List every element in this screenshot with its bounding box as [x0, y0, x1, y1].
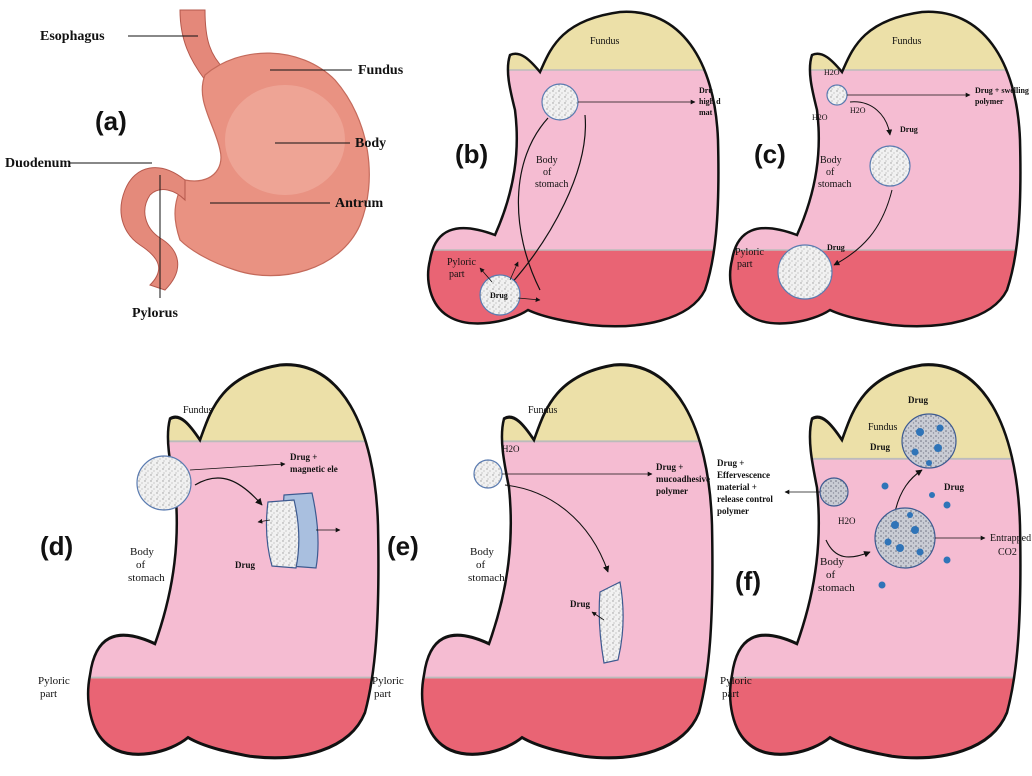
label-drug-d: Drug — [235, 560, 255, 570]
label-fundus-e: Fundus — [528, 405, 558, 416]
label-drug-muco-2: mucoadhesive — [656, 474, 710, 484]
label-duodenum: Duodenum — [5, 156, 71, 171]
label-body-f-2: of — [826, 569, 836, 581]
label-body-e-1: Body — [470, 546, 494, 558]
panel-f — [722, 350, 1032, 776]
label-pyloric-c-1: Pyloric — [735, 247, 764, 258]
label-fundus-a: Fundus — [358, 63, 404, 78]
drug-capsule-mucoadhesive — [474, 460, 502, 488]
drug-swell-small — [827, 85, 847, 105]
panel-c: Fundus H2O H2O H2O Drug + swelling polym… — [722, 0, 1032, 340]
panel-letter-f: (f) — [735, 566, 761, 596]
label-body-f-3: stomach — [818, 582, 855, 594]
label-pyloric-c-2: part — [737, 259, 753, 270]
label-h2o-e: H2O — [502, 444, 520, 454]
label-drug-b: Drug — [490, 291, 508, 300]
drug-swell-medium — [870, 146, 910, 186]
panel-letter-d: (d) — [40, 531, 73, 561]
label-drug-swell-1: Drug + swelling — [975, 86, 1029, 95]
label-h2o-c1: H2O — [824, 68, 840, 77]
label-body-b-1: Body — [536, 155, 558, 166]
panel-letter-a: (a) — [95, 106, 127, 136]
floating-system-upper — [902, 414, 956, 468]
label-body-d-3: stomach — [128, 572, 165, 584]
label-antrum: Antrum — [335, 196, 384, 211]
label-fundus-b: Fundus — [590, 36, 620, 47]
label-efferv-2: Effervescence — [717, 470, 770, 480]
label-body-c-3: stomach — [818, 179, 851, 190]
label-fundus-d: Fundus — [183, 405, 213, 416]
label-fundus-f: Fundus — [868, 422, 898, 433]
label-drug-e: Drug — [570, 599, 590, 609]
label-body-c-2: of — [826, 167, 835, 178]
label-h2o-c2: H2O — [812, 113, 828, 122]
label-body-b-3: stomach — [535, 179, 568, 190]
panel-letter-e: (e) — [387, 531, 419, 561]
panel-letter-c: (c) — [754, 139, 786, 169]
label-drug-f-left: Drug — [870, 442, 890, 452]
label-pylorus: Pylorus — [132, 306, 178, 321]
label-body-d-1: Body — [130, 546, 154, 558]
label-body-c-1: Body — [820, 155, 842, 166]
label-drug-muco-3: polymer — [656, 486, 688, 496]
drug-capsule-high-density — [542, 84, 578, 120]
label-drug-mag-2: magnetic ele — [290, 464, 338, 474]
label-pyloric-b-2: part — [449, 269, 465, 280]
label-h2o-c3: H2O — [850, 106, 866, 115]
label-body-e-3: stomach — [468, 572, 505, 584]
drug-swell-large — [778, 245, 832, 299]
label-drug-mag-1: Drug + — [290, 452, 317, 462]
floating-system-lower — [875, 508, 935, 568]
label-entrapped-1: Entrapped — [990, 533, 1031, 544]
panel-b: Fundus Dru high d mat Body of stomach Py… — [420, 0, 730, 340]
effervescent-tablet — [820, 478, 848, 506]
label-drug-swell-2: polymer — [975, 97, 1004, 106]
label-drug-c-mid: Drug — [900, 125, 918, 134]
label-drug-b-2: high d — [699, 97, 721, 106]
panel-letter-b: (b) — [455, 139, 488, 169]
label-body-e-2: of — [476, 559, 486, 571]
label-pyloric-e-1: Pyloric — [372, 675, 404, 687]
label-entrapped-2: CO2 — [998, 547, 1017, 558]
label-efferv-3: material + — [717, 482, 757, 492]
label-body-b-2: of — [543, 167, 552, 178]
label-pyloric-d-2: part — [40, 688, 57, 700]
label-h2o-f: H2O — [838, 516, 856, 526]
label-efferv-1: Drug + — [717, 458, 744, 468]
label-efferv-4: release control — [717, 494, 773, 504]
mucoadhesive-tablet — [599, 582, 623, 663]
drug-capsule-magnetic — [137, 456, 191, 510]
label-pyloric-f-1: Pyloric — [720, 675, 752, 687]
magnetic-tablet — [266, 500, 298, 568]
label-fundus-c: Fundus — [892, 36, 922, 47]
panel-e — [414, 350, 724, 776]
label-body-d-2: of — [136, 559, 146, 571]
label-drug-b-1: Dru — [699, 86, 713, 95]
label-esophagus: Esophagus — [40, 29, 105, 44]
label-body-f-1: Body — [820, 556, 844, 568]
duodenum-tube — [121, 168, 185, 290]
label-pyloric-d-1: Pyloric — [38, 675, 70, 687]
label-pyloric-e-2: part — [374, 688, 391, 700]
label-drug-f-top: Drug — [908, 395, 928, 405]
label-pyloric-f-2: part — [722, 688, 739, 700]
label-drug-b-3: mat — [699, 108, 713, 117]
label-drug-f-right: Drug — [944, 482, 964, 492]
panel-a: Esophagus Fundus Body Duodenum Antrum Py… — [5, 10, 404, 321]
label-efferv-5: polymer — [717, 506, 749, 516]
label-drug-c-low: Drug — [827, 243, 845, 252]
label-body-a: Body — [355, 136, 386, 151]
label-pyloric-b-1: Pyloric — [447, 257, 476, 268]
label-drug-muco-1: Drug + — [656, 462, 683, 472]
